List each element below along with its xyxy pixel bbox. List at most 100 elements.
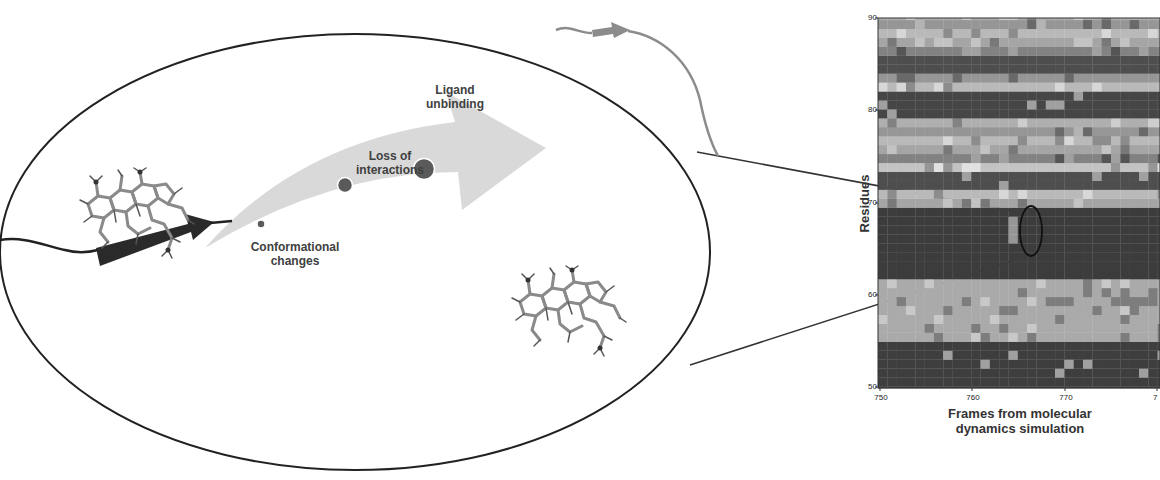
heatmap-cell xyxy=(1130,368,1140,377)
heatmap-cell xyxy=(1111,145,1121,154)
heatmap-cell xyxy=(878,306,888,315)
heatmap-cell xyxy=(1008,315,1018,324)
heatmap-cell xyxy=(1083,181,1093,190)
heatmap-cell xyxy=(943,127,953,136)
heatmap-cell xyxy=(1130,216,1140,225)
heatmap-cell xyxy=(1158,56,1160,65)
heatmap-cell xyxy=(887,315,897,324)
heatmap-cell xyxy=(1027,190,1037,199)
heatmap-cell xyxy=(971,100,981,109)
tick-mark xyxy=(880,388,881,391)
heatmap-cell xyxy=(1083,216,1093,225)
heatmap-cell xyxy=(971,163,981,172)
heatmap-cell xyxy=(1008,207,1018,216)
heatmap-cell xyxy=(1027,163,1037,172)
heatmap-cell xyxy=(1102,359,1112,368)
heatmap-cell xyxy=(1139,20,1149,29)
heatmap-cell xyxy=(878,56,888,65)
heatmap-cell xyxy=(1064,368,1074,377)
heatmap-cell xyxy=(906,297,916,306)
heatmap-cell xyxy=(1130,261,1140,270)
heatmap-cell xyxy=(999,252,1009,261)
heatmap-cell xyxy=(1008,216,1018,225)
heatmap-cell xyxy=(1083,333,1093,342)
heatmap-cell xyxy=(953,100,963,109)
heatmap-cell xyxy=(1139,261,1149,270)
heatmap-cell xyxy=(1148,100,1158,109)
heatmap-cell xyxy=(1120,288,1130,297)
heatmap-cell xyxy=(1111,91,1121,100)
heatmap-cell xyxy=(1130,82,1140,91)
heatmap-cell xyxy=(1130,270,1140,279)
heatmap-cell xyxy=(1064,234,1074,243)
heatmap-cell xyxy=(878,207,888,216)
heatmap-cell xyxy=(1018,279,1028,288)
heatmap-cell xyxy=(971,297,981,306)
heatmap-cell xyxy=(1130,234,1140,243)
heatmap-cell xyxy=(915,342,925,351)
heatmap-cell xyxy=(934,234,944,243)
heatmap-cell xyxy=(999,190,1009,199)
heatmap-cell xyxy=(1055,377,1065,386)
heatmap-cell xyxy=(1074,199,1084,208)
heatmap-cell xyxy=(953,234,963,243)
heatmap-cell xyxy=(1055,279,1065,288)
heatmap-cell xyxy=(906,109,916,118)
heatmap-cell xyxy=(1074,279,1084,288)
heatmap-cell xyxy=(915,100,925,109)
heatmap-cell xyxy=(990,333,1000,342)
heatmap-cell xyxy=(1102,190,1112,199)
heatmap-cell xyxy=(878,154,888,163)
heatmap-cell xyxy=(1036,100,1046,109)
heatmap-cell xyxy=(1120,207,1130,216)
heatmap-cell xyxy=(934,181,944,190)
heatmap-cell xyxy=(1055,109,1065,118)
heatmap-cell xyxy=(1008,359,1018,368)
heatmap-cell xyxy=(897,288,907,297)
heatmap-cell xyxy=(962,38,972,47)
heatmap-cell xyxy=(906,82,916,91)
heatmap-cell xyxy=(1046,136,1056,145)
heatmap-cell xyxy=(981,279,991,288)
heatmap-cell xyxy=(934,199,944,208)
heatmap-cell xyxy=(1064,252,1074,261)
heatmap-cell xyxy=(915,288,925,297)
heatmap-cell xyxy=(1074,172,1084,181)
heatmap-cell xyxy=(925,20,935,29)
heatmap-cell xyxy=(1148,91,1158,100)
heatmap-cell xyxy=(990,109,1000,118)
heatmap-cell xyxy=(962,261,972,270)
heatmap-cell xyxy=(915,261,925,270)
heatmap-cell xyxy=(999,172,1009,181)
heatmap-cell xyxy=(1148,163,1158,172)
heatmap-cell xyxy=(1008,64,1018,73)
heatmap-cell xyxy=(925,172,935,181)
heatmap-cell xyxy=(1148,82,1158,91)
heatmap-cell xyxy=(962,109,972,118)
heatmap-cell xyxy=(1148,56,1158,65)
heatmap-cell xyxy=(953,47,963,56)
heatmap-cell xyxy=(943,324,953,333)
heatmap-cell xyxy=(1120,56,1130,65)
heatmap-cell xyxy=(981,100,991,109)
heatmap-cell xyxy=(1055,297,1065,306)
heatmap-cell xyxy=(1092,154,1102,163)
heatmap-cell xyxy=(962,377,972,386)
heatmap-cell xyxy=(906,172,916,181)
heatmap-cell xyxy=(953,181,963,190)
heatmap-cell xyxy=(878,315,888,324)
heatmap-cell xyxy=(1102,145,1112,154)
heatmap-cell xyxy=(1148,342,1158,351)
heatmap-cell xyxy=(1018,145,1028,154)
heatmap-cell xyxy=(1102,109,1112,118)
heatmap-cell xyxy=(1083,368,1093,377)
heatmap-cell xyxy=(999,109,1009,118)
heatmap-cell xyxy=(962,163,972,172)
heatmap-cell xyxy=(1092,145,1102,154)
heatmap-cell xyxy=(897,359,907,368)
heatmap-cell xyxy=(943,109,953,118)
heatmap-cell xyxy=(943,350,953,359)
heatmap-cell xyxy=(1083,118,1093,127)
heatmap-cell xyxy=(1055,100,1065,109)
heatmap-cell xyxy=(962,243,972,252)
